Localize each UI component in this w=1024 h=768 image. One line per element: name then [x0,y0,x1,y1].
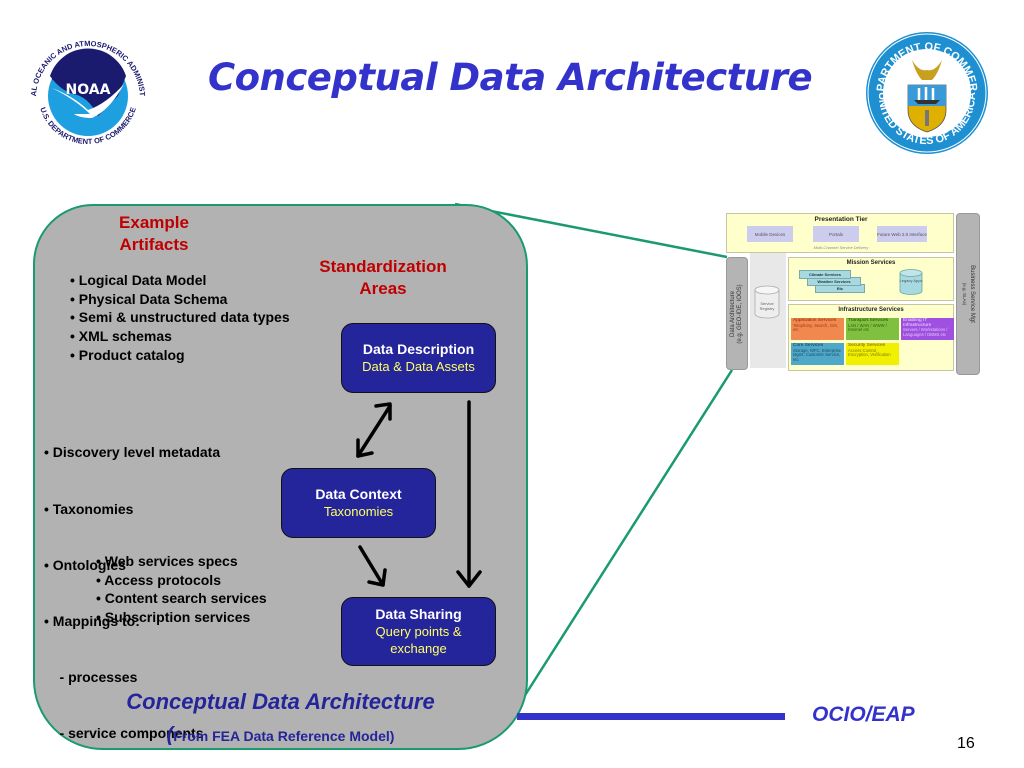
presentation-item: Mobile Devices [747,226,793,242]
context-artifacts-list: • Discovery level metadata • Taxonomies … [44,406,220,761]
data-sharing-title: Data Sharing [375,606,462,622]
list-item: • Product catalog [70,346,185,363]
org-label: OCIO/EAP [812,703,915,726]
list-item: • Discovery level metadata [44,444,221,461]
infrastructure-services-title: Infrastructure Services [838,307,904,313]
standardization-areas-heading: Standardization Areas [319,257,447,298]
down-arrow-context-to-sharing-icon [358,545,387,587]
list-item: • Physical Data Schema [70,290,228,307]
data-context-subtitle: Taxonomies [323,504,394,519]
list-item: - service components [44,724,204,741]
list-item: • Mappings to: [44,612,140,629]
presentation-tier-title: Presentation Tier [814,216,868,223]
sharing-artifacts-list: • Web services specs • Access protocols … [96,552,267,627]
infra-cell-security: Security Services Access Control, Encryp… [846,343,899,365]
connector-line-top [454,202,728,259]
list-item: - processes [44,668,138,685]
noaa-logo: NOAA NATIONAL OCEANIC AND ATMOSPHERIC AD… [18,26,147,146]
data-description-subtitle: Data & Data Assets [362,359,475,374]
infra-cell-transport: Transport Services LAN / WAN / WWW / Int… [846,318,899,340]
infra-cell-application: Application Services Telephony, Search, … [791,318,844,340]
presentation-item: Portals [813,226,859,242]
data-architecture-bar: Data Architecture (e.g. GEO-IDE, IOOS) [726,257,748,370]
connector-line-bottom [520,369,734,701]
list-item: • Ontologies [44,556,126,573]
example-artifacts-heading: Example Artifacts [119,213,189,254]
description-artifacts-list: • Logical Data Model • Physical Data Sch… [70,271,290,365]
page-number: 16 [957,735,975,752]
mission-service-item: Climate Services [799,270,851,279]
service-registry-label: Service Registry [759,301,775,311]
mission-services-title: Mission Services [846,260,896,266]
business-service-mgt-bar: Business Service Mgt (e.g. SLAs) [956,213,980,375]
noaa-logo-text: NOAA [66,82,111,98]
bidirectional-arrow-icon [356,402,392,458]
data-sharing-subtitle-line2: exchange [390,641,447,656]
list-item: • Access protocols [96,571,221,588]
panel-footer-subtitle: (From FEA Data Reference Model) [166,724,395,746]
list-item: • Taxonomies [44,500,134,517]
data-sharing-box: Data Sharing Query points & exchange [341,597,496,666]
footer-rule [517,713,785,720]
list-item: • Subscription services [96,609,251,626]
legacy-apps-label: Legacy Apps [899,278,923,283]
infra-cell-core: Core Services Storage, WFC, Enterprise M… [791,343,844,365]
presentation-caption: Multi-Channel Service Delivery [813,245,869,250]
presentation-tier: Presentation Tier Mobile Devices Portals… [726,213,954,253]
database-cylinder-icon [754,285,780,319]
data-context-title: Data Context [315,486,402,502]
list-item: • Logical Data Model [70,272,207,288]
commerce-seal-logo: DEPARTMENT OF COMMERCE UNITED STATES OF … [864,30,988,154]
mission-services: Mission Services Etc Weather Services Cl… [788,257,954,301]
data-context-box: Data Context Taxonomies [281,468,436,538]
presentation-item: Future Web 2.0 Interface [877,226,927,242]
down-arrow-description-to-sharing-icon [456,400,482,588]
slide-title: Conceptual Data Architecture [207,56,813,99]
infrastructure-services: Infrastructure Services Application Serv… [788,304,954,371]
list-item: • Web services specs [96,553,238,569]
eagle-icon [912,60,942,80]
infra-cell-enabling-it: Enabling IT Infrastructure Servers / Wor… [901,318,954,340]
fea-architecture-thumbnail: Presentation Tier Mobile Devices Portals… [726,213,982,375]
list-item: • XML schemas [70,328,172,345]
data-description-title: Data Description [362,341,475,357]
legacy-apps-cylinder-icon [899,269,923,295]
panel-footer-title: Conceptual Data Architecture [126,689,435,714]
data-sharing-subtitle: Query points & [375,624,462,639]
data-description-box: Data Description Data & Data Assets [341,323,496,393]
list-item: • Content search services [96,590,267,607]
list-item: • Semi & unstructured data types [70,309,290,326]
